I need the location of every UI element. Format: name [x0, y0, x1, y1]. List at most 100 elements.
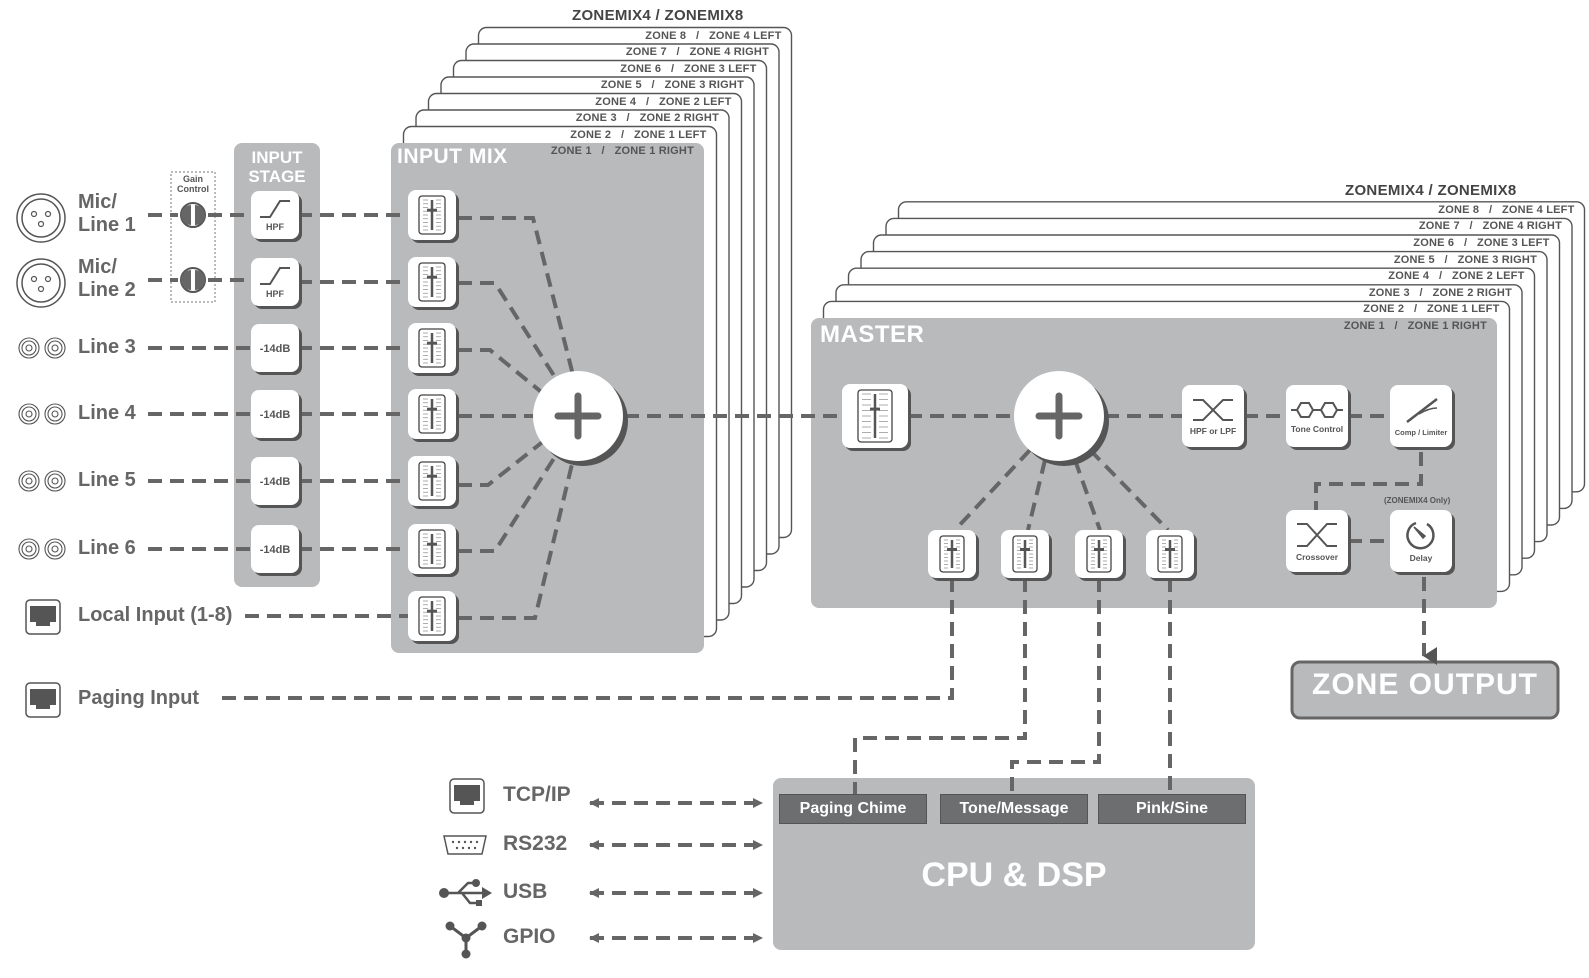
zone-card-label: ZONE 7 / ZONE 4 RIGHT	[625, 46, 769, 58]
zone-card-label: ZONE 7 / ZONE 4 RIGHT	[1418, 220, 1562, 233]
connection-line	[458, 450, 560, 553]
hpf-curve-icon	[260, 200, 290, 218]
connection-line	[458, 348, 547, 397]
fader-icon	[418, 529, 446, 569]
connection-line	[1088, 448, 1170, 532]
fader-icon	[418, 262, 446, 302]
fader-icon	[1012, 535, 1038, 573]
zone-card-label: ZONE 2 / ZONE 1 LEFT	[1363, 303, 1500, 316]
input-label-line2: Line 1	[78, 214, 136, 236]
hpf-curve-icon	[260, 267, 290, 285]
input-stage-block[interactable]: -14dB	[251, 457, 299, 505]
master-title: MASTER	[820, 321, 925, 348]
input-stage-block[interactable]: -14dB	[251, 525, 299, 573]
aux-fader[interactable]	[1001, 530, 1049, 578]
fader-icon	[418, 195, 446, 235]
input-mix-sum-node	[533, 371, 628, 466]
input-mix-fader[interactable]	[408, 456, 456, 506]
input-mix-fader[interactable]	[408, 323, 456, 373]
connection-line	[853, 578, 1027, 795]
fader-icon	[857, 389, 893, 443]
gain-control-label: Gain Control	[171, 174, 215, 194]
aux-fader[interactable]	[1075, 530, 1123, 578]
hpf-lpf-block[interactable]: HPF or LPF	[1182, 385, 1244, 447]
connection-lines	[148, 213, 1437, 943]
input-stage-block[interactable]: -14dB	[251, 324, 299, 372]
input-stage-block-label: -14dB	[259, 476, 291, 488]
input-stage-block-label: HPF	[266, 289, 284, 299]
tone-control-block[interactable]: Tone Control	[1286, 385, 1348, 447]
paging-input-line	[215, 578, 954, 700]
fader-icon	[939, 535, 965, 573]
input-stage-title: INPUT STAGE	[234, 148, 320, 186]
gpio-icon	[445, 921, 487, 959]
fader-icon	[418, 596, 446, 636]
rj45-port-icon	[25, 682, 61, 718]
input-mix-fader[interactable]	[408, 591, 456, 641]
connection-line	[458, 438, 547, 487]
input-label: Line 3	[78, 336, 136, 358]
connection-line	[458, 216, 575, 376]
zone-card-label: ZONE 8 / ZONE 4 LEFT	[645, 29, 782, 42]
input-stage-block[interactable]: -14dB	[251, 390, 299, 438]
zone-card-label: ZONE 4 / ZONE 2 LEFT	[1388, 270, 1525, 283]
input-mix-fader[interactable]	[408, 257, 456, 307]
fader-icon	[1157, 535, 1183, 573]
master-sum-node	[1014, 371, 1109, 466]
delay-label: Delay	[1409, 553, 1433, 563]
input-mix-fader[interactable]	[408, 190, 456, 240]
input-stage-block-label: HPF	[266, 222, 284, 232]
input-mix-model-header: ZONEMIX4 / ZONEMIX8	[572, 7, 744, 24]
input-stage-block[interactable]: HPF	[251, 258, 299, 306]
connection-line	[1073, 459, 1102, 531]
input-mix-title: INPUT MIX	[397, 145, 508, 168]
cpu-source-pink-sine[interactable]: Pink/Sine	[1098, 794, 1246, 824]
connection-line	[1010, 578, 1101, 795]
usb-icon	[439, 879, 492, 906]
cpu-source-paging-chime[interactable]: Paging Chime	[779, 794, 927, 824]
connection-line	[953, 448, 1032, 532]
xlr-connector-icon	[16, 258, 66, 308]
input-label-line2: Line 2	[78, 279, 136, 301]
aux-fader[interactable]	[928, 530, 976, 578]
hpf-lpf-label: HPF or LPF	[1189, 426, 1237, 436]
gain-control-box	[170, 171, 216, 303]
zone-card-label: ZONE 4 / ZONE 2 LEFT	[595, 95, 732, 108]
master-fader[interactable]	[842, 384, 908, 448]
gain-knob-2	[180, 267, 206, 293]
connection-line	[1026, 459, 1047, 531]
cpu-dsp-title: CPU & DSP	[921, 856, 1107, 894]
input-stage-block[interactable]: HPF	[251, 191, 299, 239]
rca-connector-icon	[18, 403, 66, 425]
cpu-source-tone-message[interactable]: Tone/Message	[940, 794, 1088, 824]
delay-block[interactable]: Delay	[1390, 510, 1452, 572]
plus-icon	[1035, 392, 1083, 440]
eq-hexagon-icon	[1291, 402, 1343, 418]
delay-note: (ZONEMIX4 Only)	[1384, 496, 1451, 505]
delay-dial-icon	[1406, 521, 1435, 550]
input-mix-fader[interactable]	[408, 524, 456, 574]
input-stage-title-line2: STAGE	[248, 167, 306, 186]
rj45-port-icon	[449, 778, 485, 814]
master-model-header: ZONEMIX4 / ZONEMIX8	[1345, 182, 1517, 199]
input-label: Line 6	[78, 537, 136, 559]
zone-card-label: ZONE 5 / ZONE 3 RIGHT	[1393, 253, 1537, 266]
crossover-block[interactable]: Crossover	[1286, 510, 1348, 572]
comp-limiter-block[interactable]: Comp / Limiter	[1390, 385, 1452, 447]
crossover-icon	[1297, 523, 1337, 547]
zone-card-label: ZONE 1 / ZONE 1 RIGHT	[550, 145, 694, 157]
input-label: Mic/Line 2	[78, 256, 136, 302]
zone-output-label: ZONE OUTPUT	[1312, 668, 1538, 701]
input-stage-block-label: -14dB	[259, 343, 291, 355]
gain-label-line1: Gain	[182, 174, 203, 184]
input-label: Line 5	[78, 469, 136, 491]
input-label: Mic/Line 1	[78, 191, 136, 237]
zone-card-label: ZONE 6 / ZONE 3 LEFT	[620, 62, 757, 75]
aux-fader[interactable]	[1146, 530, 1194, 578]
input-mix-fader[interactable]	[408, 389, 456, 439]
rj45-port-icon	[25, 599, 61, 635]
fader-icon	[418, 461, 446, 501]
input-label-line1: Mic/	[78, 191, 117, 213]
zone-card-label: ZONE 8 / ZONE 4 LEFT	[1438, 203, 1575, 216]
fader-icon	[418, 394, 446, 434]
